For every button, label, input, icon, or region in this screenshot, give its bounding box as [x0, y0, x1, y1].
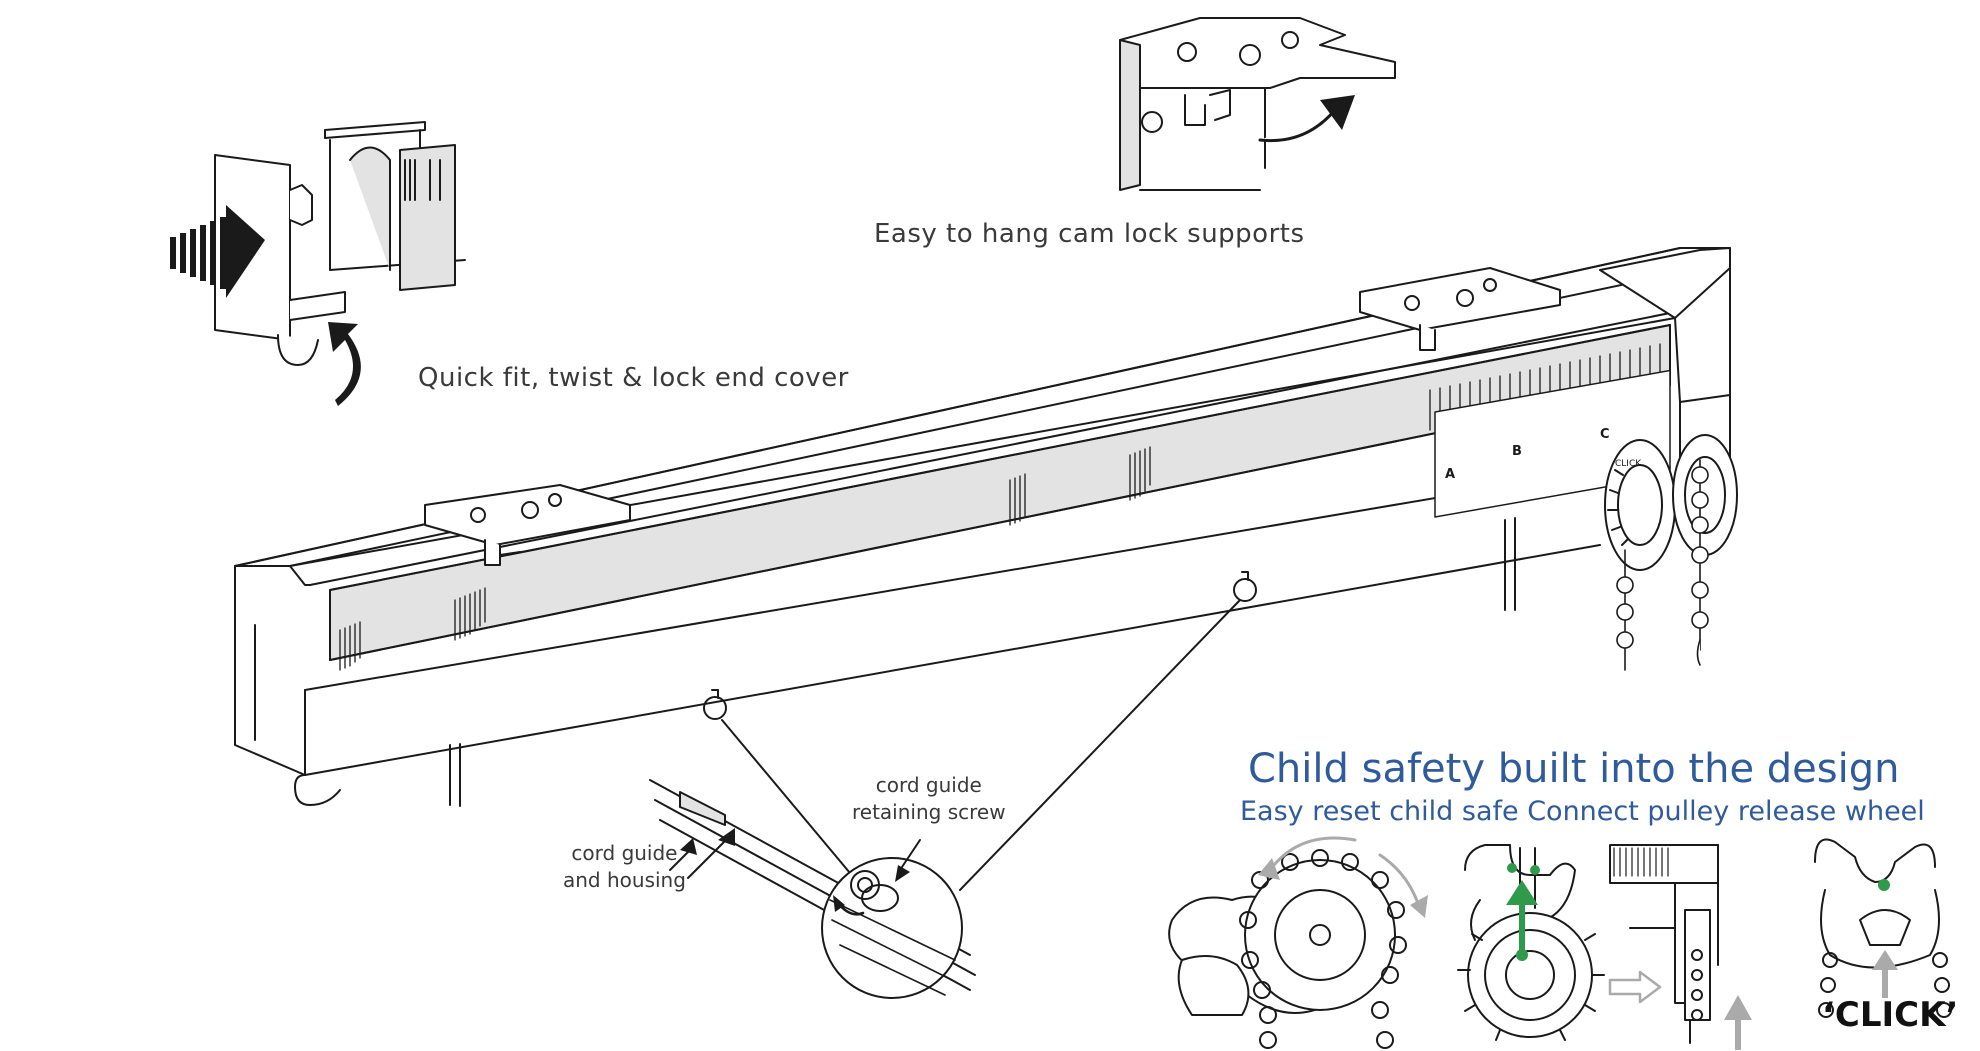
child-safety-heading: Child safety built into the design: [1248, 746, 1900, 792]
safety-step-a: [1168, 836, 1428, 1049]
release-arrow-icon: [1506, 863, 1540, 961]
transition-arrow-icon: [1608, 970, 1662, 1004]
bracket-right: [1359, 267, 1561, 351]
rotate-grey-arrow-icon: [1258, 836, 1428, 918]
bracket-left: [424, 484, 631, 566]
click-label: ‘CLICK’: [1822, 995, 1959, 1035]
panel-step-b: B: [1512, 444, 1522, 459]
push-arrow-icon: [170, 205, 265, 298]
cord-right: [1504, 517, 1516, 611]
right-end-unit: [1434, 247, 1738, 671]
panel-step-a: A: [1445, 467, 1455, 482]
end-cover-inset: [170, 121, 466, 406]
cam-lock-inset: [1119, 17, 1396, 191]
cam-lock-label: Easy to hang cam lock supports: [874, 219, 1305, 249]
end-cover-label: Quick fit, twist & lock end cover: [418, 363, 849, 393]
cord-loop-right: [1233, 571, 1257, 602]
click-up-arrow-icon: [1872, 950, 1898, 998]
headrail-front-face: [235, 318, 1675, 775]
end-cap-foot: [294, 774, 341, 806]
step-a-beads: [1239, 849, 1407, 1049]
safety-step-b: [1457, 844, 1752, 1050]
child-safety-subheading: Easy reset child safe Connect pulley rel…: [1240, 796, 1925, 827]
panel-step-c: C: [1600, 427, 1610, 442]
panel-click: CLICK: [1615, 459, 1642, 469]
cord-loop-left: [703, 689, 727, 720]
rotate-arrow-icon: [1258, 95, 1355, 143]
cord-guide-screw-label: cord guide retaining screw: [852, 773, 1006, 824]
cord-left: [449, 743, 461, 807]
step-c-beads: [1818, 952, 1952, 1018]
headrail: [234, 247, 1731, 807]
bead-chain: [1616, 459, 1709, 671]
twist-arrow-icon: [328, 322, 361, 406]
channel-hatching: [339, 343, 1661, 671]
up-arrow-icon: [1724, 995, 1752, 1050]
cord-guide-detail: [649, 599, 1241, 999]
safety-step-c: [1814, 838, 1952, 1018]
cord-guide-housing-label: cord guide and housing: [563, 841, 686, 892]
side-view: [1609, 844, 1752, 1050]
detail-magnifier: [821, 857, 963, 999]
